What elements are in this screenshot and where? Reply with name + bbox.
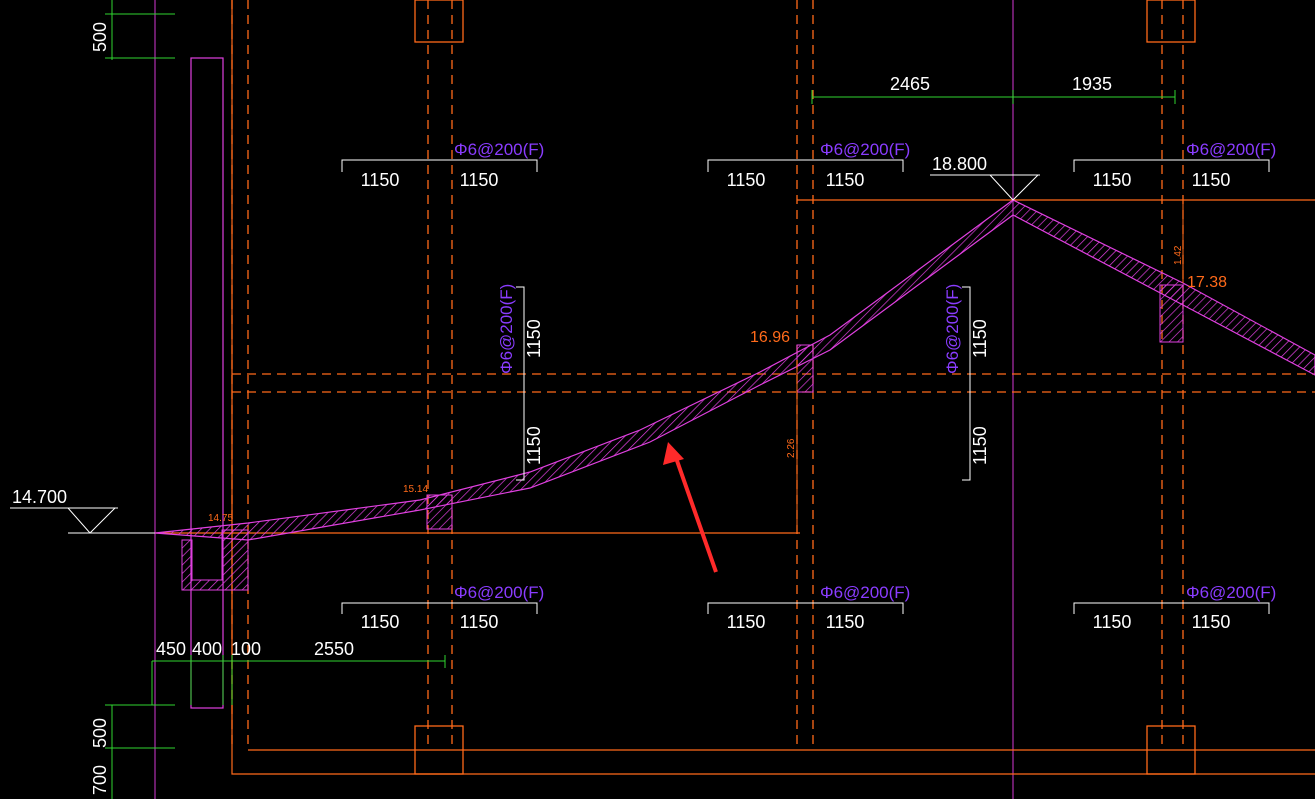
span-top-2: 1150 [460, 170, 499, 190]
span-top-3: 1150 [727, 170, 766, 190]
elev-left: 14.700 [12, 487, 67, 507]
axis-lines [154, 0, 1014, 799]
dim-bottom-100: 100 [231, 639, 261, 659]
rebar-label-bottom-3: Φ6@200(F) [1186, 583, 1276, 602]
dimension-lines [105, 0, 1176, 799]
span-bottom-2: 1150 [460, 612, 499, 632]
rebar-label-vertical-1: Φ6@200(F) [497, 284, 516, 374]
left-column-outline [190, 57, 224, 709]
span-vertical-1: 1150 [524, 319, 544, 358]
dim-left-bottom-a: 500 [90, 718, 110, 748]
span-bottom-3: 1150 [727, 612, 766, 632]
span-bottom-1: 1150 [361, 612, 400, 632]
elev-2-26: 2.26 [786, 438, 797, 458]
span-top-5: 1150 [1093, 170, 1132, 190]
rebar-label-vertical-2: Φ6@200(F) [943, 284, 962, 374]
elev-1-42: 1.42 [1173, 245, 1184, 265]
rebar-span-lines [341, 159, 1270, 614]
dim-bottom-2550: 2550 [314, 639, 354, 659]
elev-16-96: 16.96 [750, 329, 790, 346]
rebar-label-top-1: Φ6@200(F) [454, 140, 544, 159]
span-vertical-3: 1150 [970, 319, 990, 358]
dim-bottom-400: 400 [192, 639, 222, 659]
span-top-4: 1150 [826, 170, 865, 190]
span-bottom-5: 1150 [1093, 612, 1132, 632]
rebar-label-top-3: Φ6@200(F) [1186, 140, 1276, 159]
roof-slab [154, 199, 1315, 591]
rebar-label-bottom-2: Φ6@200(F) [820, 583, 910, 602]
rebar-label-bottom-1: Φ6@200(F) [454, 583, 544, 602]
elevation-ticks [796, 200, 1184, 533]
span-top-1: 1150 [361, 170, 400, 190]
elev-ridge: 18.800 [932, 154, 987, 174]
slab-edges [155, 0, 1315, 775]
elev-17-38: 17.38 [1187, 274, 1227, 291]
span-top-6: 1150 [1192, 170, 1231, 190]
dim-bottom-450: 450 [156, 639, 186, 659]
elev-14-75: 14.75 [208, 513, 233, 524]
span-vertical-4: 1150 [970, 426, 990, 465]
rebar-label-top-2: Φ6@200(F) [820, 140, 910, 159]
dim-left-top: 500 [90, 22, 110, 52]
elev-15-14: 15.14 [403, 484, 428, 495]
elevation-markers [10, 174, 1040, 534]
dim-left-bottom-b: 700 [90, 765, 110, 795]
red-arrow-icon [663, 442, 718, 573]
span-bottom-6: 1150 [1192, 612, 1231, 632]
span-vertical-2: 1150 [524, 426, 544, 465]
dim-top-left: 2465 [890, 74, 930, 94]
column-caps [414, 0, 1196, 775]
dim-top-right: 1935 [1072, 74, 1112, 94]
span-bottom-4: 1150 [826, 612, 865, 632]
